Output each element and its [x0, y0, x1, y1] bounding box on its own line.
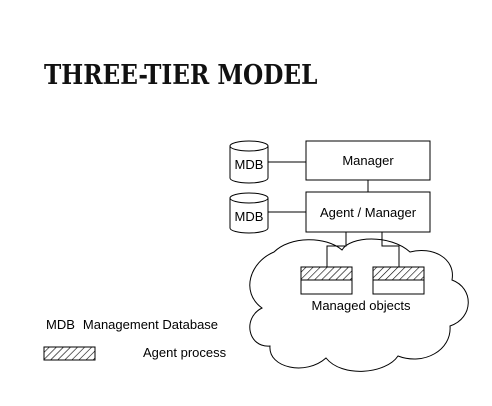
legend-mdb-abbr: MDB — [46, 317, 75, 332]
agent-right-object-link — [381, 232, 400, 267]
managed-object-left — [300, 266, 353, 295]
managed-object-right — [372, 266, 425, 295]
manager-label: Manager — [342, 153, 394, 168]
legend-mdb: MDB Management Database — [46, 317, 218, 332]
agent-manager-box: Agent / Manager — [305, 191, 431, 233]
agent-process-legend-swatch — [43, 346, 96, 361]
managed-objects-label: Managed objects — [311, 298, 411, 313]
page-title: THREE-TIER MODEL — [44, 60, 318, 91]
mdb-top-label: MDB — [235, 157, 264, 172]
legend-agent-process-label: Agent process — [143, 345, 227, 360]
agent-left-object-link — [326, 232, 347, 267]
manager-box: Manager — [305, 140, 431, 181]
mdb-top-cylinder: MDB — [229, 140, 269, 184]
mdb-bottom-cylinder: MDB — [229, 192, 269, 234]
agent-manager-label: Agent / Manager — [320, 205, 417, 220]
legend-mdb-meaning: Management Database — [82, 317, 219, 332]
mdb-bottom-label: MDB — [235, 209, 264, 224]
